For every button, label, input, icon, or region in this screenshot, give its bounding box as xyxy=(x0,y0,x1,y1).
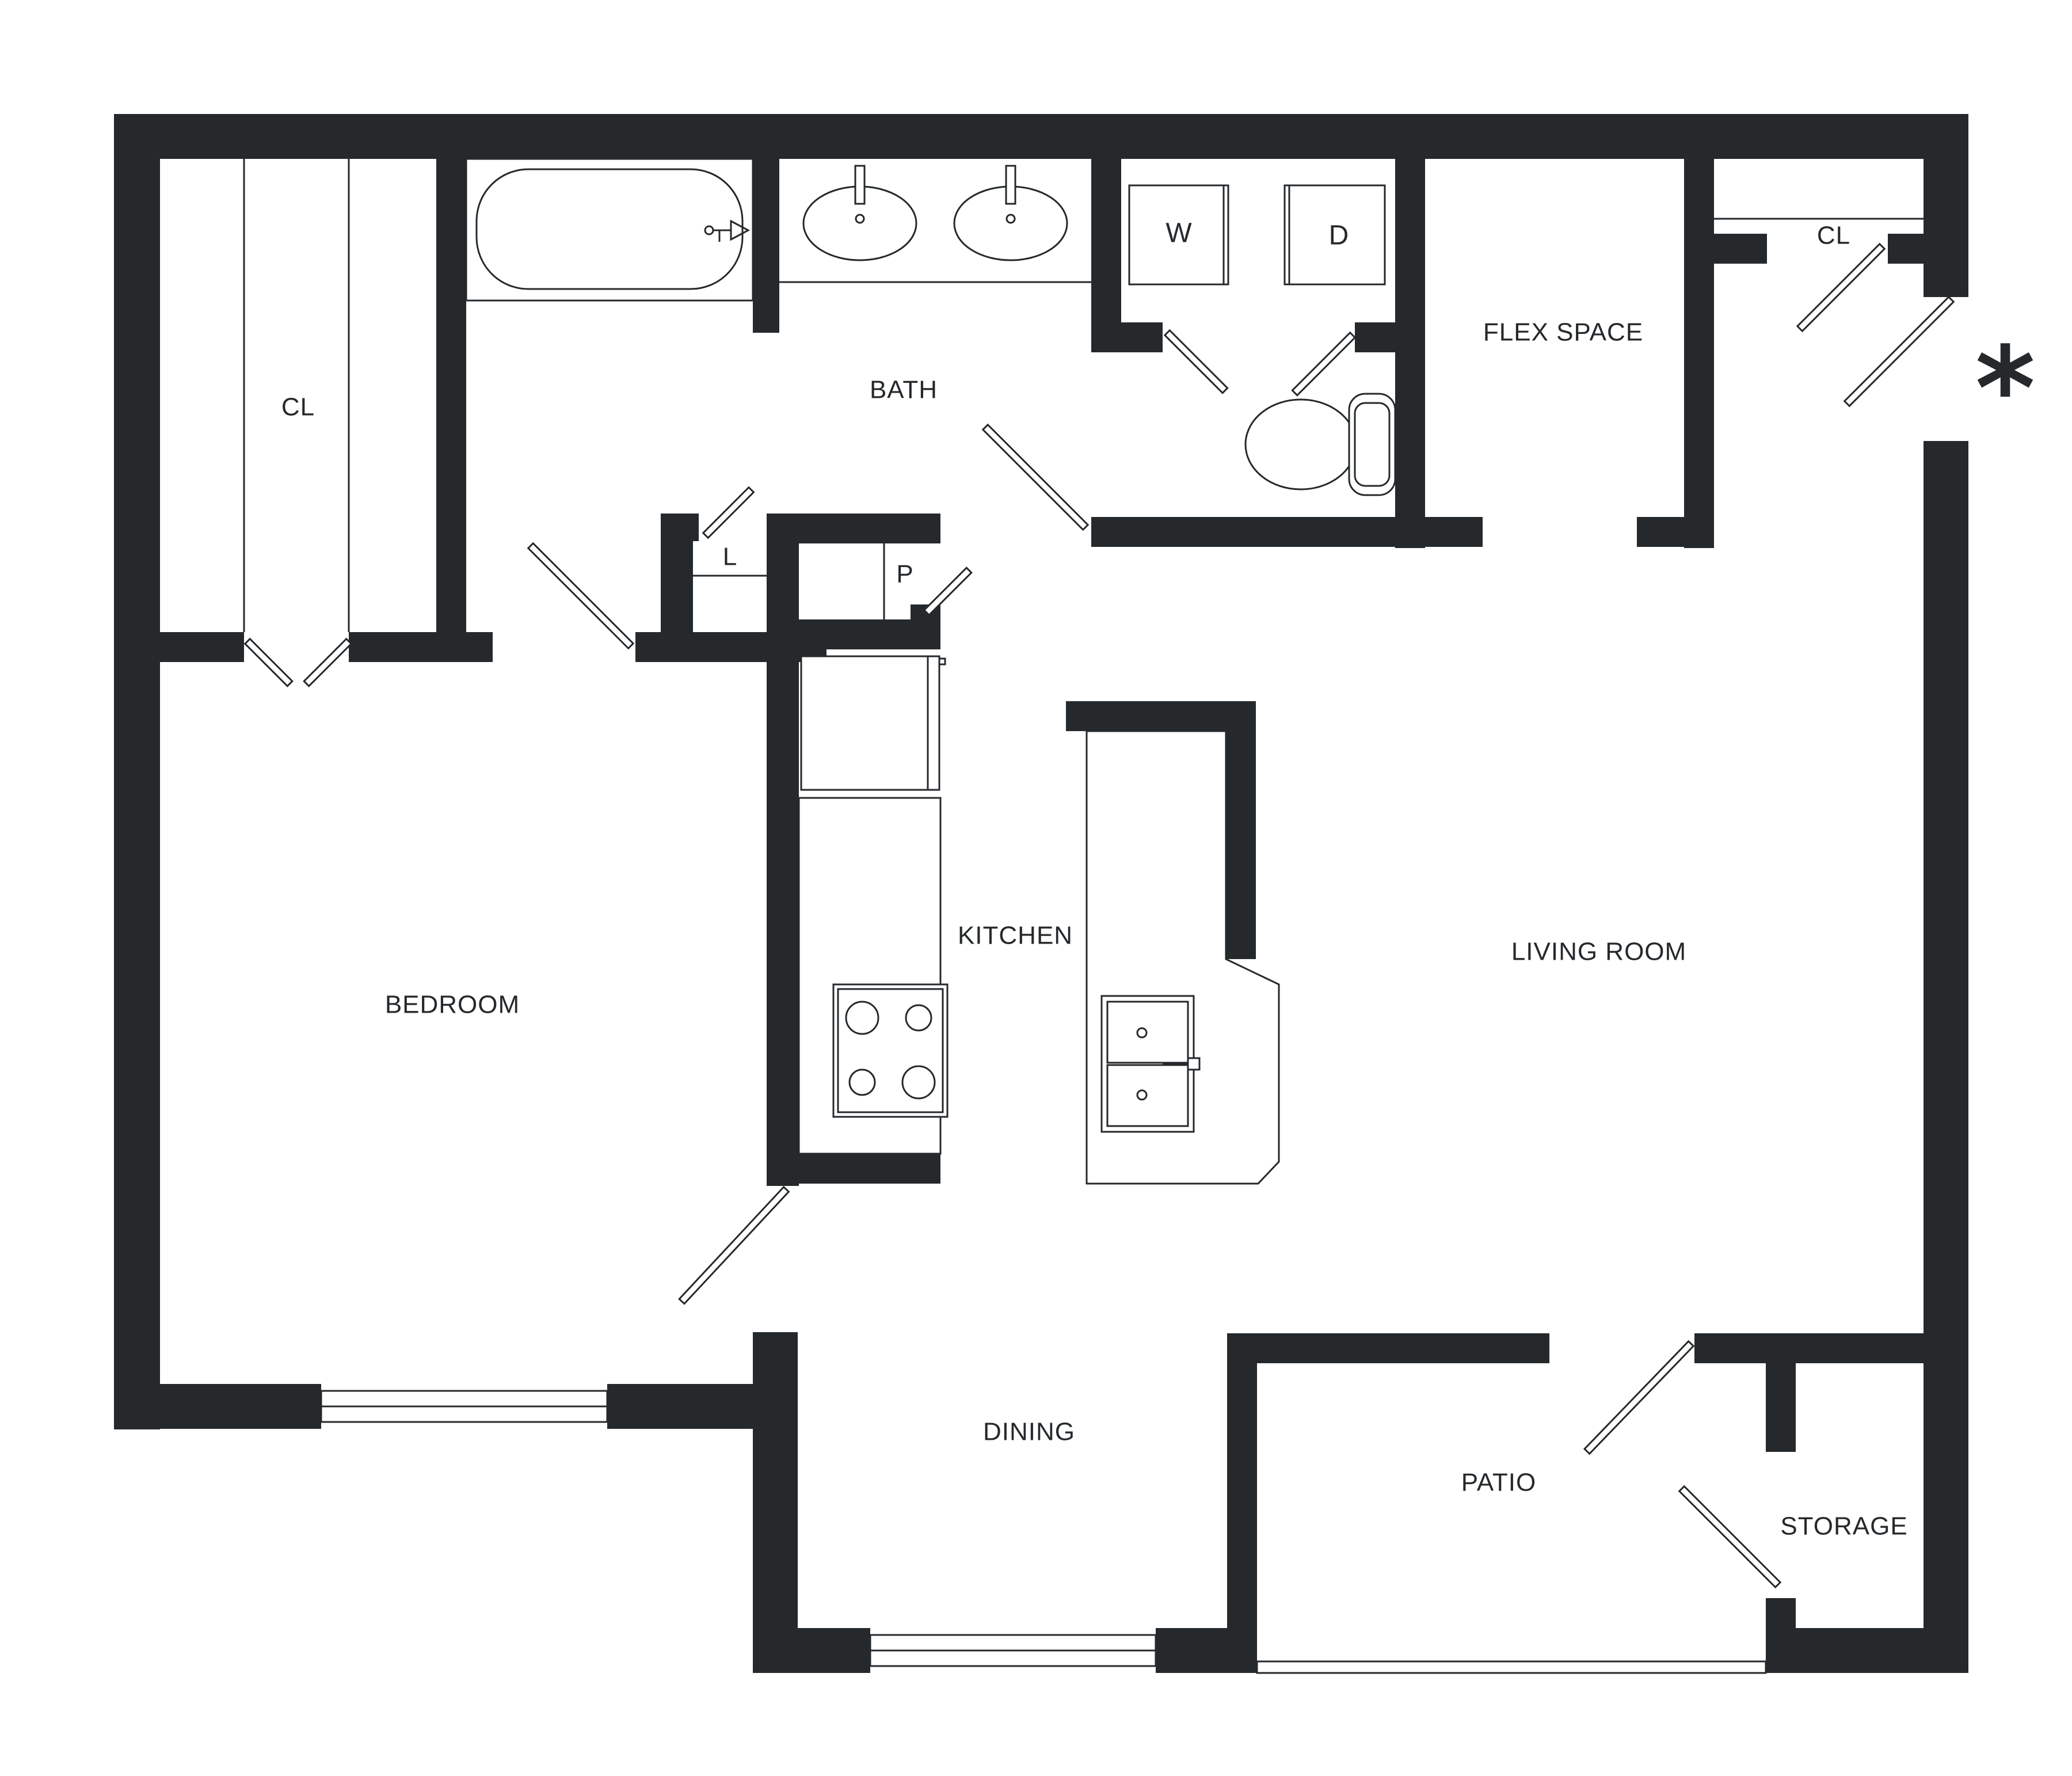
living-room-label: LIVING ROOM xyxy=(1511,938,1686,966)
washer-label: W xyxy=(1166,218,1192,249)
dining-label: DINING xyxy=(983,1418,1075,1446)
bedroom-label: BEDROOM xyxy=(385,991,520,1019)
laundry-pantry-shelves xyxy=(693,543,885,619)
room-labels: CL BATH FLEX SPACE CL L P KITCHEN BEDROO… xyxy=(281,222,1907,1541)
bath-label: BATH xyxy=(870,376,938,404)
closet-left xyxy=(243,159,350,632)
closet-right-label: CL xyxy=(1817,222,1850,250)
windows xyxy=(320,1390,1767,1674)
kitchen-sink xyxy=(1100,995,1201,1133)
dryer-label: D xyxy=(1329,220,1349,251)
dryer: D xyxy=(1283,184,1386,286)
double-vanity xyxy=(779,165,1091,283)
washer: W xyxy=(1128,184,1229,286)
refrigerator xyxy=(800,655,946,791)
flex-space-label: FLEX SPACE xyxy=(1483,318,1643,347)
doors xyxy=(243,242,1955,1589)
bathtub xyxy=(465,158,754,302)
patio-label: PATIO xyxy=(1461,1469,1537,1497)
closet-left-label: CL xyxy=(281,393,315,421)
storage-label: STORAGE xyxy=(1780,1512,1907,1541)
laundry-l-label: L xyxy=(723,543,737,571)
pantry-p-label: P xyxy=(896,560,913,588)
entry-marker-icon: * xyxy=(1975,322,2036,457)
kitchen-label: KITCHEN xyxy=(958,922,1073,950)
stove xyxy=(832,983,949,1118)
walls xyxy=(114,114,1968,1673)
toilet xyxy=(1244,393,1396,496)
